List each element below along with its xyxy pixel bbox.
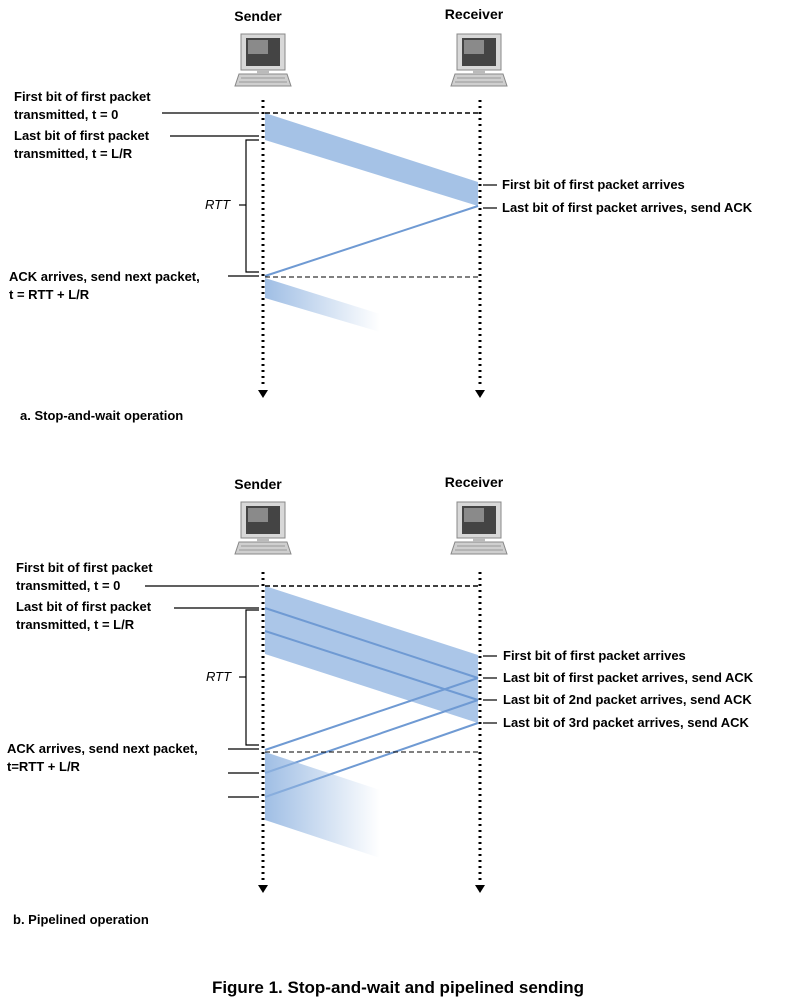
ack-line-b2 bbox=[264, 699, 479, 774]
first-bit-arrives-label-a: First bit of first packet arrives bbox=[502, 177, 685, 192]
last-bit-arrives-label-b: Last bit of first packet arrives, send A… bbox=[503, 670, 754, 685]
packet-beams-b bbox=[265, 586, 478, 723]
sender-computer-icon bbox=[234, 33, 292, 87]
next-packet-beam-a bbox=[265, 278, 380, 332]
first-bit-arrives-label-b: First bit of first packet arrives bbox=[503, 648, 686, 663]
last-bit-sent-label-a: Last bit of first packet transmitted, t … bbox=[14, 128, 150, 161]
ack-line-b1 bbox=[264, 677, 479, 751]
receiver-label-a: Receiver bbox=[444, 6, 504, 22]
sender-computer-icon-b bbox=[234, 501, 292, 555]
figure-caption: Figure 1. Stop-and-wait and pipelined se… bbox=[211, 978, 585, 997]
last-bit-arrives-label-a: Last bit of first packet arrives, send A… bbox=[502, 200, 753, 215]
receiver-arrow-b bbox=[475, 885, 485, 893]
packet-beam-a bbox=[265, 113, 478, 206]
ack-arrives-label-b: ACK arrives, send next packet, t=RTT + L… bbox=[7, 741, 198, 774]
rtt-label-a: RTT bbox=[205, 197, 231, 212]
last-bit-3rd-label-b: Last bit of 3rd packet arrives, send ACK bbox=[503, 715, 749, 730]
caption-a: a. Stop-and-wait operation bbox=[20, 408, 184, 423]
receiver-computer-icon bbox=[450, 33, 508, 87]
first-bit-sent-label-a: First bit of first packet transmitted, t… bbox=[14, 89, 151, 122]
last-bit-sent-label-b: Last bit of first packet transmitted, t … bbox=[16, 599, 152, 632]
sender-arrow-b bbox=[258, 885, 268, 893]
sender-arrow-a bbox=[258, 390, 268, 398]
sender-label-a: Sender bbox=[234, 8, 282, 24]
receiver-arrow-a bbox=[475, 390, 485, 398]
next-packet-beams-b bbox=[265, 752, 380, 858]
caption-b: b. Pipelined operation bbox=[13, 912, 149, 927]
last-bit-2nd-label-b: Last bit of 2nd packet arrives, send ACK bbox=[503, 692, 752, 707]
receiver-computer-icon-b bbox=[450, 501, 508, 555]
ack-line-a bbox=[264, 205, 479, 277]
rtt-label-b: RTT bbox=[206, 669, 232, 684]
ack-arrives-label-a: ACK arrives, send next packet, t = RTT +… bbox=[9, 269, 200, 302]
receiver-label-b: Receiver bbox=[444, 474, 504, 490]
sender-label-b: Sender bbox=[234, 476, 282, 492]
first-bit-sent-label-b: First bit of first packet transmitted, t… bbox=[16, 560, 153, 593]
